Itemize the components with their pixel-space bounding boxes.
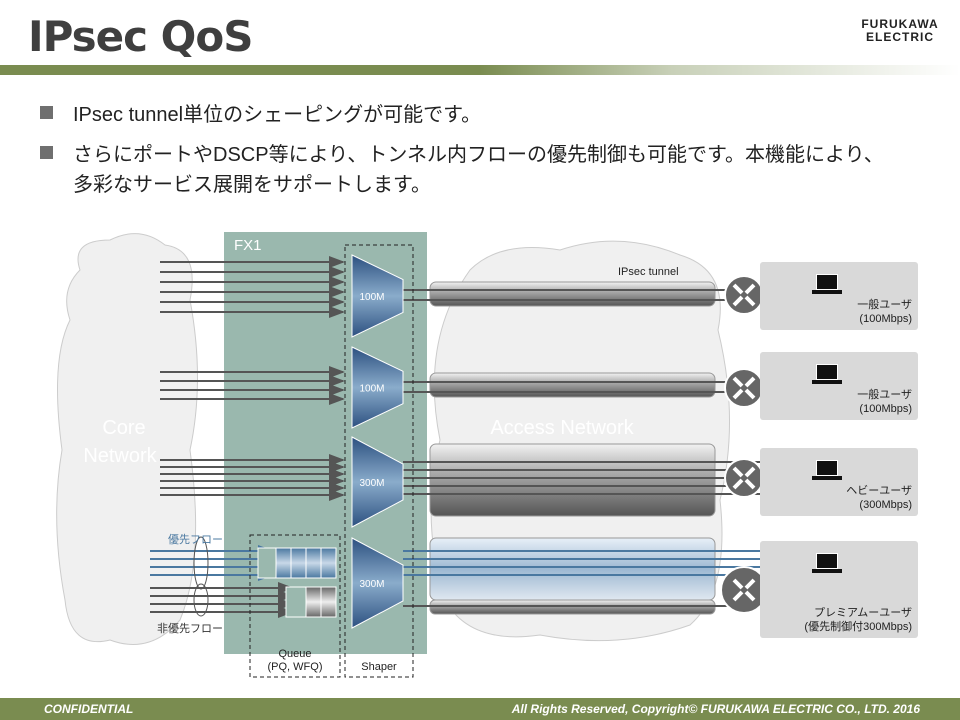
queue-dashed-box: [249, 534, 341, 678]
shaper-label: Shaper: [361, 661, 397, 673]
logo-line-1: FURUKAWA: [861, 17, 939, 31]
shaper-trapezoid: [351, 254, 404, 338]
shaper-trapezoid: [351, 346, 404, 429]
logo-line-2: ELECTRIC: [866, 30, 934, 44]
laptop-icon: [816, 274, 838, 290]
queue-label: Queue: [278, 648, 311, 660]
shaper-rate-label: 100M: [359, 292, 384, 303]
bullet-square-icon: [40, 146, 53, 159]
laptop-base: [812, 569, 842, 573]
footer-bar: CONFIDENTIAL All Rights Reserved, Copyri…: [0, 698, 960, 720]
bullet-2: さらにポートやDSCP等により、トンネル内フローの優先制御も可能です。本機能によ…: [40, 140, 903, 200]
non-priority-flow-label: 非優先フロー: [157, 622, 223, 635]
laptop-icon: [816, 364, 838, 380]
ipsec-tunnel: [429, 443, 716, 517]
priority-flow-label: 優先フロー: [168, 533, 223, 546]
fx1-label: FX1: [234, 237, 262, 254]
ipsec-tunnel: [429, 372, 716, 398]
non-priority-flow-ellipse: [193, 583, 209, 617]
non-priority-queue: [285, 586, 337, 618]
title-divider: [0, 65, 960, 75]
bullet-text: IPsec tunnel単位のシェーピングが可能です。: [73, 104, 482, 126]
bullet-text: さらにポートやDSCP等により、トンネル内フローの優先制御も可能です。本機能によ…: [73, 144, 884, 196]
user-rate: (優先制御付300Mbps): [804, 621, 912, 633]
core-network-label-2: Network: [83, 445, 157, 467]
access-network-label: Access Network: [490, 417, 634, 439]
shaper-dashed-box: [344, 244, 414, 678]
core-network-cloud: [56, 233, 198, 645]
router-icon: [724, 275, 764, 315]
user-label: プレミアムーユーザ (優先制御付300Mbps): [804, 606, 912, 634]
user-label: 一般ユーザ (100Mbps): [857, 388, 912, 416]
shaper-rate-label: 100M: [359, 384, 384, 395]
queue-label-2: (PQ, WFQ): [268, 661, 323, 673]
laptop-icon: [816, 553, 838, 569]
user-box: ヘビーユーザ (300Mbps): [760, 448, 918, 516]
qos-diagram: Core Network FX1 Access Network 100M 100M…: [56, 232, 797, 678]
user-label: ヘビーユーザ (300Mbps): [846, 484, 912, 512]
laptop-base: [812, 290, 842, 294]
user-type: プレミアムーユーザ: [813, 607, 912, 619]
user-type: ヘビーユーザ: [846, 485, 912, 497]
copyright-text: All Rights Reserved, Copyright© FURUKAWA…: [511, 702, 920, 716]
confidential-label: CONFIDENTIAL: [44, 702, 134, 716]
priority-queue: [257, 547, 337, 579]
user-rate: (100Mbps): [859, 313, 912, 325]
user-rate: (100Mbps): [859, 403, 912, 415]
user-label: 一般ユーザ (100Mbps): [857, 298, 912, 326]
user-box: プレミアムーユーザ (優先制御付300Mbps): [760, 541, 918, 638]
ipsec-tunnel: [429, 537, 716, 601]
shaper-rate-label: 300M: [359, 579, 384, 590]
page-title: IPsec QoS: [28, 12, 253, 61]
user-type: 一般ユーザ: [857, 389, 912, 401]
user-rate: (300Mbps): [859, 499, 912, 511]
shaper-trapezoid: [351, 537, 404, 629]
ipsec-tunnel: [429, 281, 716, 307]
shaper-rate-label: 300M: [359, 478, 384, 489]
core-network-label: Core: [102, 417, 145, 439]
laptop-base: [812, 380, 842, 384]
ipsec-tunnel-label: IPsec tunnel: [618, 266, 679, 278]
bullet-1: IPsec tunnel単位のシェーピングが可能です。: [40, 100, 923, 130]
laptop-icon: [816, 460, 838, 476]
user-type: 一般ユーザ: [857, 299, 912, 311]
shaper-trapezoid: [351, 436, 404, 528]
router-icon: [724, 458, 764, 498]
user-box: 一般ユーザ (100Mbps): [760, 352, 918, 420]
priority-flow-ellipse: [193, 536, 209, 590]
laptop-base: [812, 476, 842, 480]
bullet-square-icon: [40, 106, 53, 119]
router-icon: [724, 368, 764, 408]
user-box: 一般ユーザ (100Mbps): [760, 262, 918, 330]
